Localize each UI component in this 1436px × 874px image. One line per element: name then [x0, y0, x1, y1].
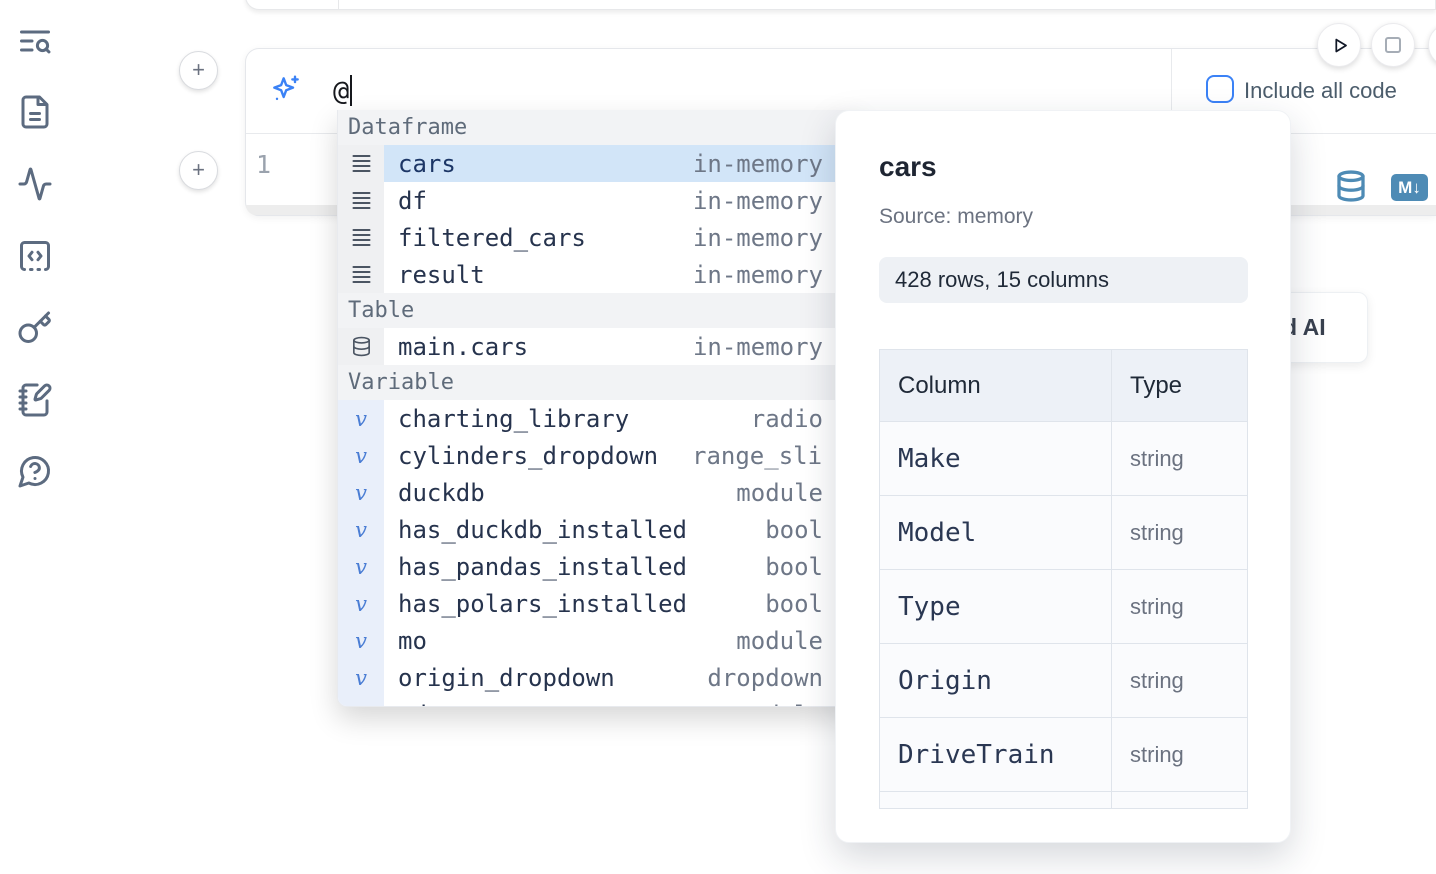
completion-item-cylinders-dropdown[interactable]: v cylinders_dropdown range_slider [338, 437, 859, 474]
column-type-cell: string [1112, 422, 1247, 496]
completion-item-has-duckdb-installed[interactable]: v has_duckdb_installed bool [338, 511, 859, 548]
table-database-icon [338, 328, 384, 365]
dataframe-icon [338, 145, 384, 182]
completion-item-df[interactable]: df in-memory [338, 182, 859, 219]
text-caret [350, 75, 353, 106]
completion-item-main-cars[interactable]: main.cars in-memory [338, 328, 859, 365]
variable-icon: v [338, 437, 384, 474]
preview-source: Source: memory [879, 205, 1034, 228]
file-text-icon [21, 95, 49, 129]
variable-icon: v [338, 622, 384, 659]
database-icon [1337, 170, 1365, 202]
completion-section-header: Variable [338, 365, 859, 400]
stop-button[interactable] [1371, 23, 1415, 67]
completion-item-cars[interactable]: cars in-memory [338, 145, 859, 182]
line-number: 1 [256, 150, 272, 179]
include-all-code-label: Include all code [1244, 78, 1397, 103]
text-search-icon [20, 30, 51, 54]
variable-icon: v [338, 585, 384, 622]
column-name-cell: Origin [880, 644, 1112, 718]
table-row: Model string [880, 496, 1247, 570]
table-row: Make string [880, 422, 1247, 496]
column-type-cell: string [1112, 570, 1247, 644]
table-row-clipped [880, 792, 1247, 809]
sidebar-item-secrets[interactable] [16, 309, 54, 347]
dataframe-icon [338, 219, 384, 256]
column-name-cell: Make [880, 422, 1112, 496]
help-chat-icon [18, 455, 51, 488]
prompt-divider [1171, 49, 1172, 134]
column-type-cell: string [1112, 718, 1247, 792]
sidebar-item-tracing[interactable] [16, 165, 54, 203]
add-cell-button-top[interactable]: + [179, 51, 218, 90]
variable-icon: v [338, 511, 384, 548]
code-snippets-icon [20, 241, 50, 271]
table-row: DriveTrain string [880, 718, 1247, 792]
sidebar-item-scratchpad[interactable] [16, 381, 54, 419]
convert-to-sql-button[interactable] [1333, 167, 1369, 205]
key-icon [18, 311, 51, 343]
prompt-text: @ [333, 75, 353, 107]
column-name-cell: Model [880, 496, 1112, 570]
variable-icon: v [338, 659, 384, 696]
activity-icon [18, 167, 52, 201]
column-header: Column [880, 350, 1112, 422]
completion-item-origin-dropdown[interactable]: v origin_dropdown dropdown [338, 659, 859, 696]
completion-item-filtered-cars[interactable]: filtered_cars in-memory [338, 219, 859, 256]
completion-item-has-pandas-installed[interactable]: v has_pandas_installed bool [338, 548, 859, 585]
variable-icon: v [338, 696, 384, 706]
notebook-pen-icon [18, 383, 52, 417]
completion-item-pd[interactable]: v pd module [338, 696, 859, 706]
table-header-row: Column Type [880, 350, 1247, 422]
sidebar-item-snippets[interactable] [16, 237, 54, 275]
stop-icon [1385, 37, 1401, 53]
column-type-cell: string [1112, 644, 1247, 718]
sidebar-item-files[interactable] [16, 93, 54, 131]
variable-icon: v [338, 400, 384, 437]
previous-cell-bottom-edge [245, 0, 1436, 10]
convert-to-markdown-button[interactable]: M↓ [1391, 174, 1428, 201]
table-row: Type string [880, 570, 1247, 644]
completion-item-charting-library[interactable]: v charting_library radio [338, 400, 859, 437]
column-type-cell: string [1112, 496, 1247, 570]
variable-icon: v [338, 474, 384, 511]
run-cell-button[interactable] [1317, 23, 1361, 67]
ai-prompt-input[interactable]: @ Include all code [246, 49, 1436, 134]
previous-cell-gutter-divider [338, 0, 339, 9]
completion-item-duckdb[interactable]: v duckdb module [338, 474, 859, 511]
completion-item-mo[interactable]: v mo module [338, 622, 859, 659]
column-name-cell: Type [880, 570, 1112, 644]
column-name-cell: DriveTrain [880, 718, 1112, 792]
completion-dropdown: Dataframe cars in-memory df in-memory fi… [337, 110, 860, 707]
dataframe-icon [338, 256, 384, 293]
completion-section-header: Table [338, 293, 859, 328]
add-cell-button-bottom[interactable]: + [179, 151, 218, 190]
include-all-code-checkbox[interactable] [1206, 75, 1234, 103]
dataframe-icon [338, 182, 384, 219]
completion-section-header: Dataframe [338, 110, 859, 145]
table-row: Origin string [880, 644, 1247, 718]
sidebar-item-search[interactable] [16, 22, 54, 60]
type-header: Type [1112, 350, 1247, 422]
completion-item-result[interactable]: result in-memory [338, 256, 859, 293]
preview-schema-table: Column Type Make string Model string Typ… [879, 349, 1248, 809]
preview-title: cars [879, 151, 937, 182]
sidebar-item-help[interactable] [16, 452, 54, 490]
preview-shape-badge: 428 rows, 15 columns [879, 257, 1248, 303]
completion-item-has-polars-installed[interactable]: v has_polars_installed bool [338, 585, 859, 622]
sparkles-ai-icon [269, 73, 301, 105]
play-icon [1335, 38, 1347, 53]
variable-icon: v [338, 548, 384, 585]
dataframe-preview-panel: cars Source: memory 428 rows, 15 columns… [835, 110, 1291, 843]
